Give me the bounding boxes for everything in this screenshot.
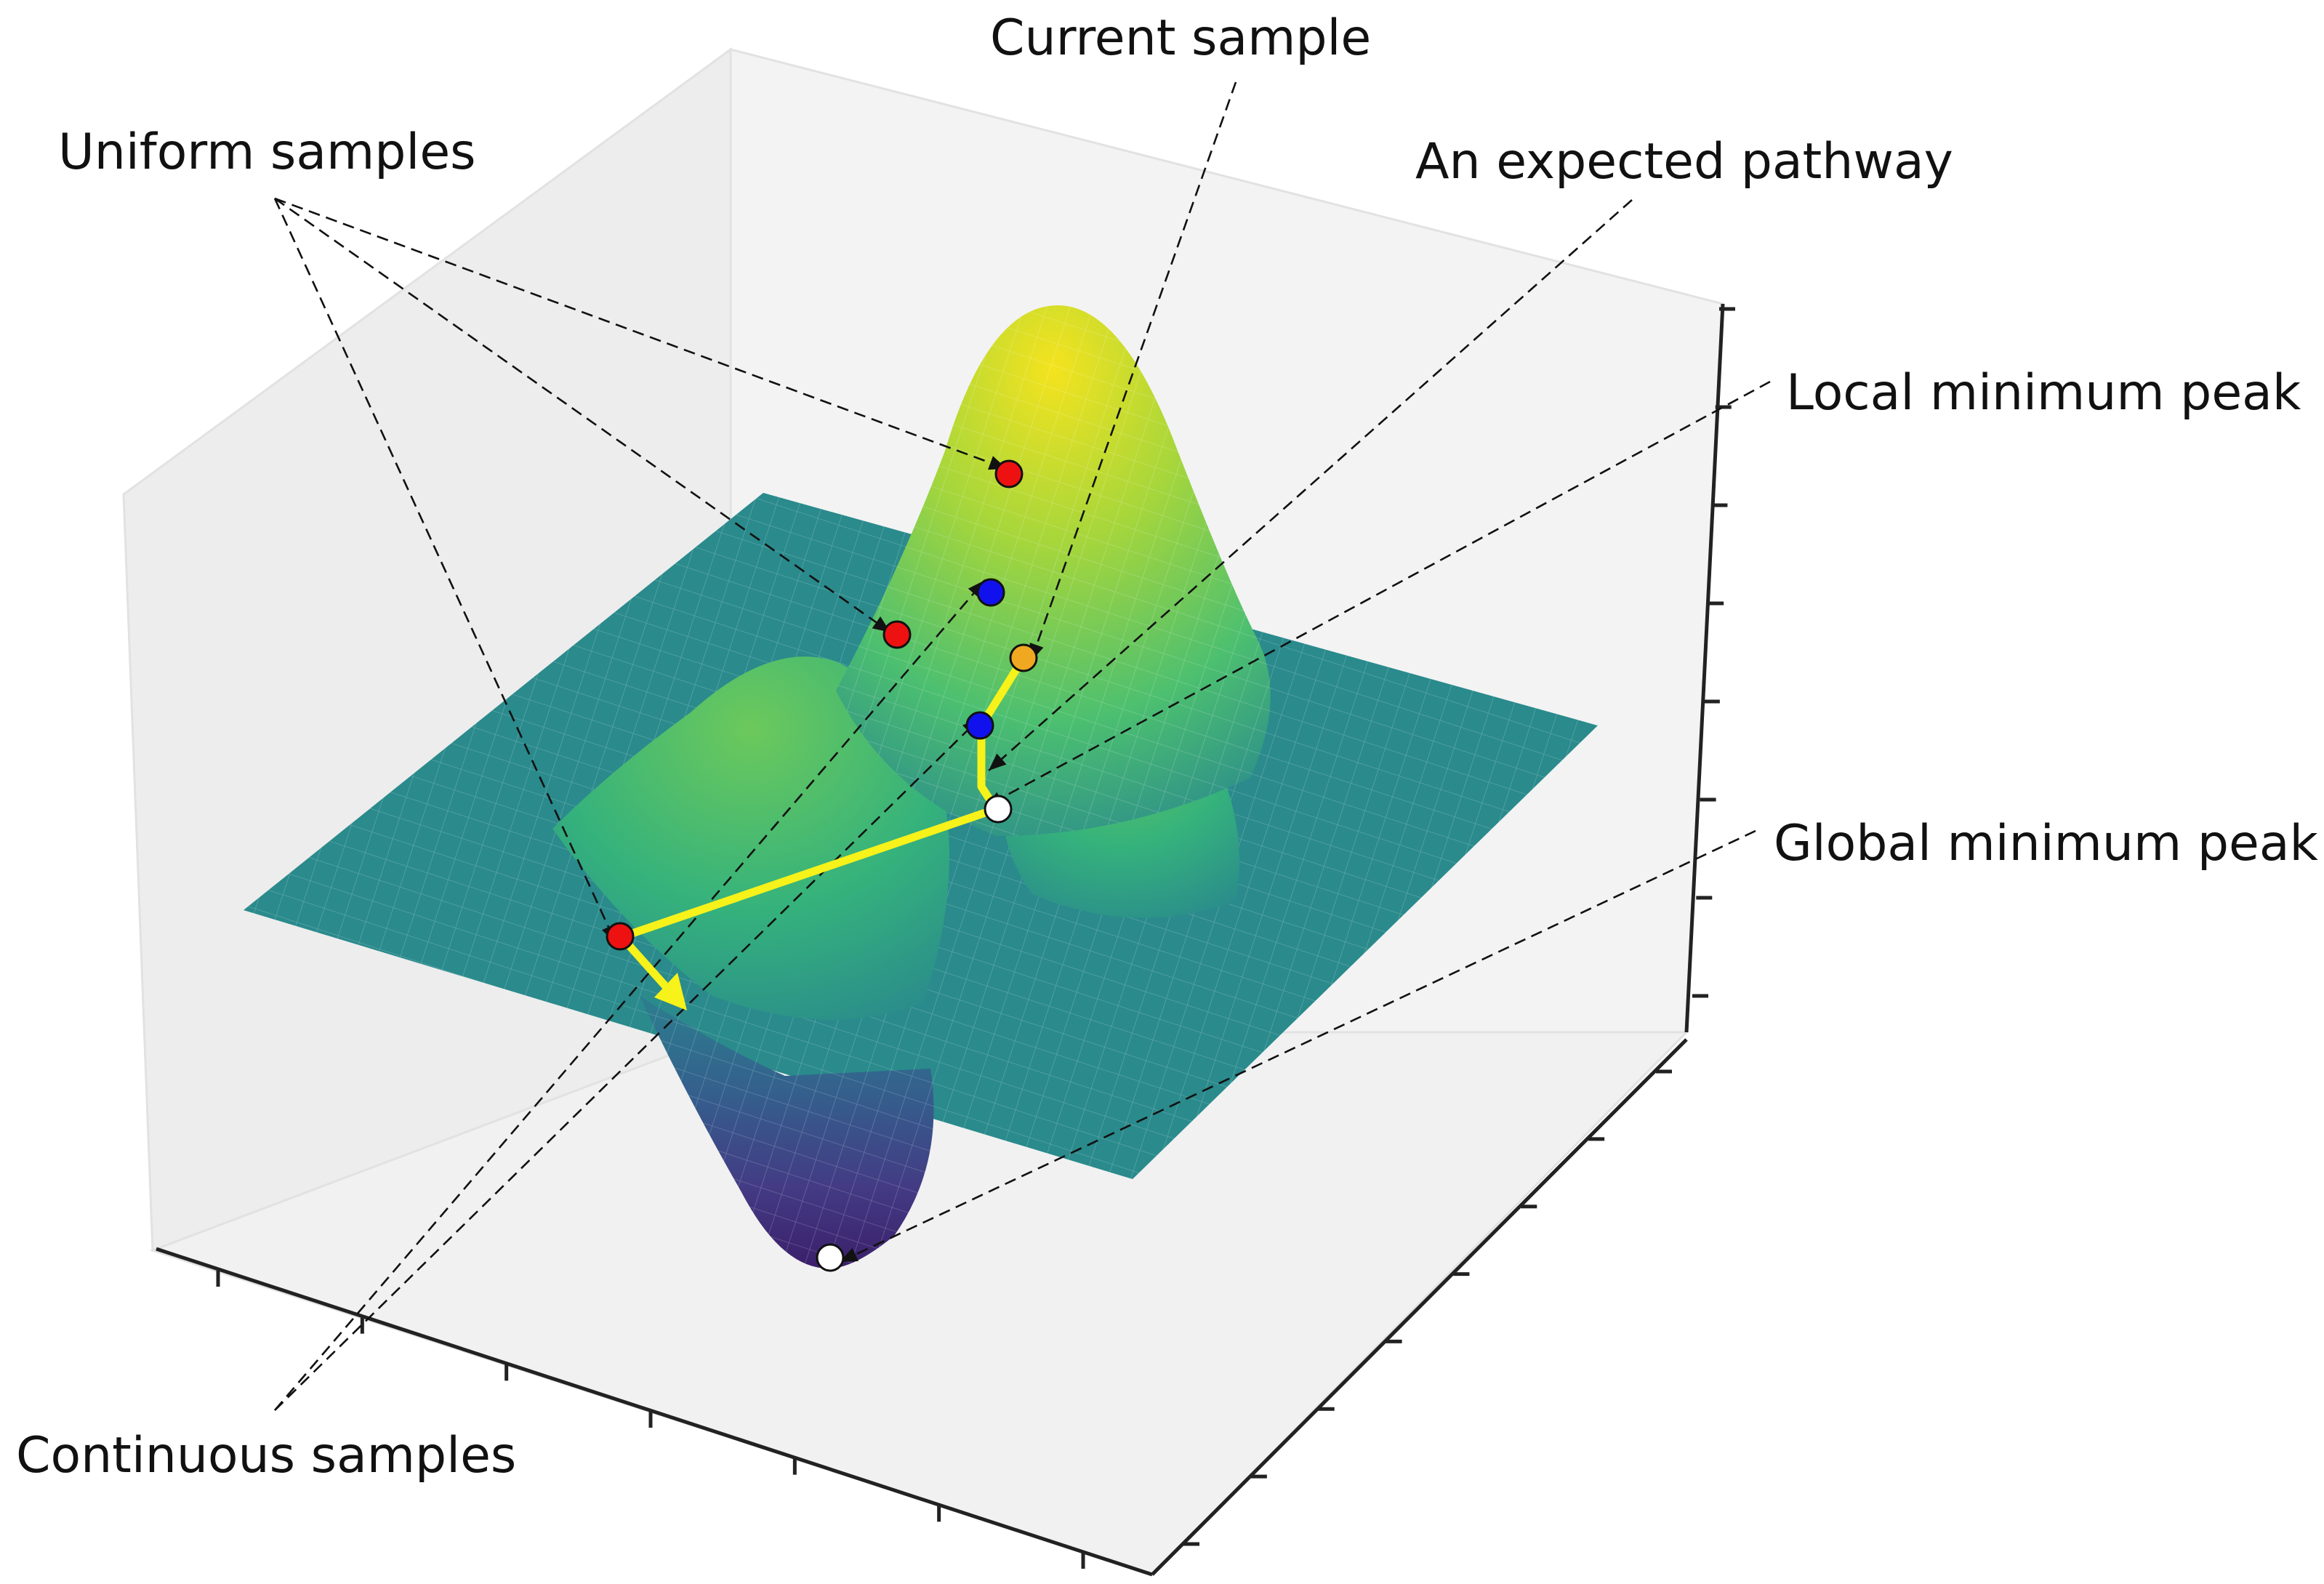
label-current-sample: Current sample: [990, 9, 1371, 67]
annotation-leader: [274, 717, 981, 1411]
z-axis: [1684, 303, 1725, 1033]
annotation-leader: [274, 197, 891, 634]
continuous-sample-marker: [976, 578, 1005, 607]
annotation-leader: [984, 380, 1771, 808]
uniform-sample-marker: [606, 922, 635, 951]
annotation-leader: [274, 197, 1008, 470]
minimum-sample-marker: [816, 1243, 845, 1272]
uniform-sample-marker: [994, 459, 1024, 489]
annotation-lines: [273, 81, 1771, 1411]
x-axis: [156, 1247, 1153, 1577]
label-continuous-samples: Continuous samples: [16, 1427, 516, 1484]
label-local-minimum-peak: Local minimum peak: [1786, 364, 2301, 422]
continuous-sample-marker: [965, 711, 994, 740]
peak-mesh: [836, 305, 1271, 836]
annotation-leader: [273, 198, 617, 944]
label-uniform-samples: Uniform samples: [58, 124, 476, 181]
annotation-arrowhead: [840, 1247, 859, 1262]
y-axis: [1151, 1038, 1688, 1576]
annotation-leader: [988, 199, 1633, 771]
label-expected-pathway: An expected pathway: [1415, 133, 1953, 190]
label-global-minimum-peak: Global minimum peak: [1774, 815, 2319, 872]
minimum-sample-marker: [984, 795, 1013, 824]
sample-markers: [606, 459, 1038, 1272]
valley-mesh: [640, 996, 934, 1269]
annotation-leader: [1029, 81, 1237, 662]
uniform-sample-marker: [882, 620, 912, 649]
current-sample-marker: [1009, 643, 1038, 672]
annotation-leader: [274, 579, 986, 1411]
annotation-arrowhead: [989, 753, 1007, 771]
axis-ticks: [216, 307, 1735, 1569]
annotation-leader: [839, 829, 1756, 1263]
pathway-arrowhead: [654, 973, 687, 1010]
